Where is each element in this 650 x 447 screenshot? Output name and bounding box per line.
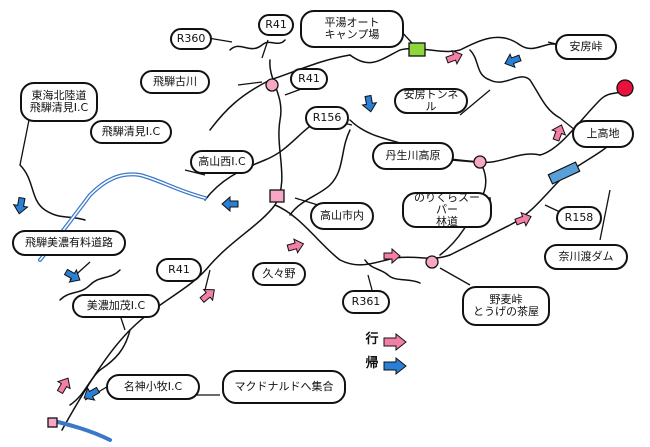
return-arrow [361,94,378,113]
leader-r360 [207,37,233,43]
leader-furukawa [237,81,263,86]
label-hida-mino: 飛騨美濃有料道路 [12,230,126,256]
label-r158: R158 [556,206,602,230]
leader-nagawa [599,189,611,241]
label-r41-mid: R41 [290,68,328,90]
go-arrow [383,247,401,265]
legend-return-arrow [383,356,407,376]
tunnel-icon [547,161,581,185]
leader-takayama-city [294,197,319,206]
return-arrows [12,52,522,401]
label-mcdonalds: マクドナルドへ集合 [222,370,346,404]
label-abo-tunnel: 安房トンネル [394,88,468,114]
legend-arrows [383,332,407,376]
road-r361 [274,204,451,266]
label-norikura: のりくらスーパー 林道 [402,192,492,228]
label-meishin-komaki: 名神小牧I.C [106,374,200,400]
leader-abo-tunnel [459,89,491,116]
label-r360: R360 [170,28,212,50]
road-r156 [204,119,321,201]
go-arrow [550,124,567,142]
legend-go-label: 行 [365,332,379,347]
road-r361-wiggle [364,259,421,284]
marker-takayama [269,189,285,203]
return-arrow [504,52,522,69]
label-tokai-hokuriku: 東海北陸道 飛騨清見I.C [20,82,98,122]
return-arrow [83,386,101,401]
go-arrow [514,211,532,228]
road-hirayu [349,36,561,64]
go-arrow [445,49,463,66]
road-r41-spine [61,59,283,431]
label-hirayu-camp: 平湯オート キャンプ場 [300,10,404,48]
road-mino-branch [59,269,121,301]
expressway-meishin [48,418,112,442]
label-takayama-city: 高山市内 [310,202,374,230]
leader-r41-top [261,39,269,59]
return-arrow [63,268,81,283]
go-arrow [56,377,71,395]
go-arrow [286,238,305,254]
return-arrow [221,195,239,213]
marker-meishin [47,417,58,428]
label-nyukawa: 丹生川高原 [372,142,454,170]
road-r360 [229,39,286,51]
legend-return-label: 帰 [365,356,379,371]
marker-nomugi [425,255,439,269]
leader-nyukawa [449,159,475,163]
expressway-centerline [39,173,206,261]
label-mino-kamo: 美濃加茂I.C [72,294,160,318]
return-arrow [12,196,29,215]
location-markers [47,42,634,428]
label-r156: R156 [305,106,349,130]
label-r361: R361 [342,290,390,314]
label-kamikochi: 上高地 [572,120,634,148]
label-takayama-nishi: 高山西I.C [190,150,254,174]
label-r41-top: R41 [258,14,294,36]
marker-hirayu-camp [408,42,426,57]
marker-nyukawa [473,155,487,169]
label-abo-toge: 安房峠 [555,34,617,60]
leader-takayama-nishi [184,169,206,176]
go-arrow [199,288,215,304]
label-r41-low: R41 [156,258,202,282]
road-r158 [449,139,616,256]
label-hida-kiyomi: 飛騨清見I.C [90,120,172,144]
leader-tokai-hokuriku [19,114,31,166]
leader-r41-low [204,269,211,291]
road-network [19,36,626,431]
label-hida-furukawa: 飛騨古川 [140,70,210,94]
road-abo-tunnel [469,49,561,119]
marker-kamikochi [616,79,634,97]
label-nomugi: 野麦峠 とうげの茶屋 [462,286,550,326]
legend-go-arrow [383,332,407,352]
road-takayama-east [289,129,351,216]
label-kuguno: 久々野 [252,262,306,286]
label-nagawa-dam: 奈川渡ダム [544,244,628,270]
road-mino-kamo [69,329,131,406]
tunnel-marker [547,161,581,185]
leader-r361 [367,274,373,291]
leader-nomugi [439,267,471,286]
marker-furukawa [265,78,279,92]
